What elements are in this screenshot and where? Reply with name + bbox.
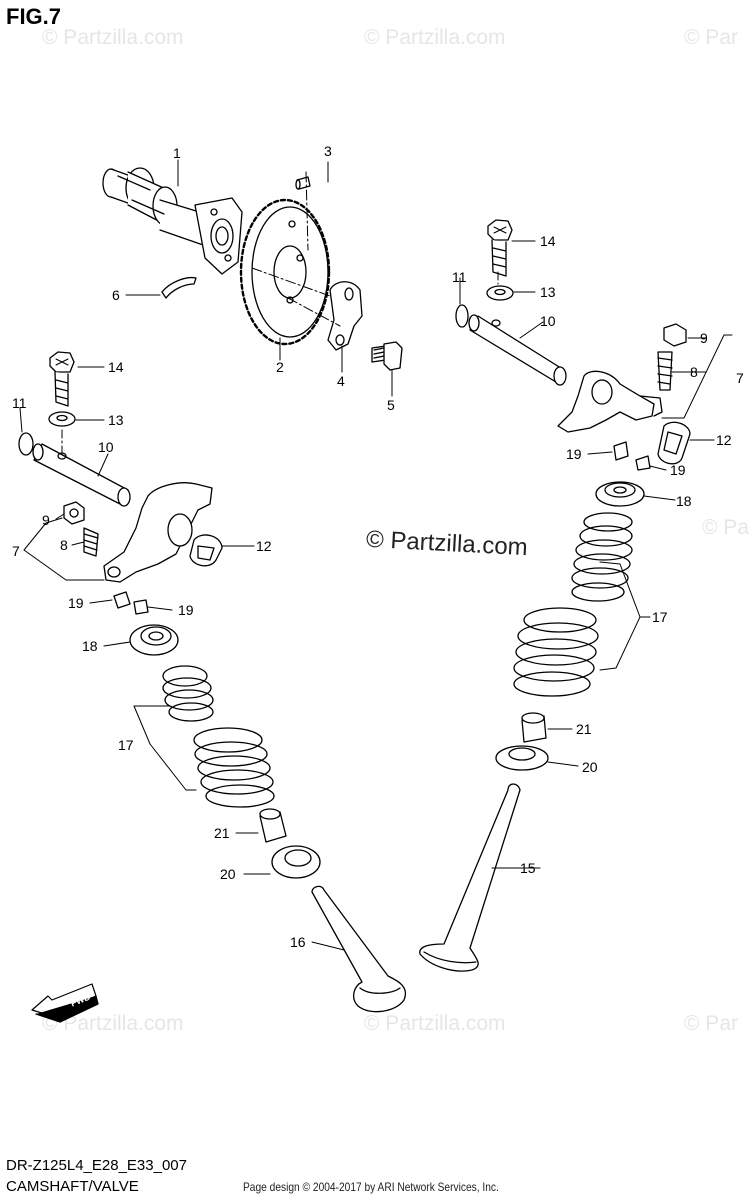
callout-9-left: 9	[42, 512, 50, 528]
rocker-shaft-left	[32, 443, 131, 507]
watermark: © Partzilla.com	[364, 26, 506, 49]
callout-11-right: 11	[452, 269, 467, 285]
callout-14-right: 14	[540, 233, 556, 249]
callout-17-left: 17	[118, 737, 134, 753]
watermark: © Partzilla.com	[42, 26, 184, 49]
watermark: © Partzilla.com	[42, 1012, 184, 1035]
watermark: © Partzilla.com	[364, 1012, 506, 1035]
callout-4: 4	[337, 373, 345, 389]
adjust-nut-right	[663, 323, 687, 347]
callout-12-right: 12	[716, 432, 732, 448]
callout-17-right: 17	[652, 609, 668, 625]
callout-19-left-a: 19	[68, 595, 84, 611]
callout-15: 15	[520, 860, 536, 876]
oring-left	[18, 432, 34, 456]
stopper-plate	[327, 281, 363, 351]
washer-left	[48, 411, 76, 427]
leader-lines	[19, 159, 733, 951]
figure-title: FIG.7	[6, 4, 62, 29]
oring-right	[455, 304, 469, 328]
callout-1: 1	[173, 145, 181, 161]
sprocket-bolt	[371, 341, 403, 371]
callout-7-left: 7	[12, 543, 20, 559]
cotter-right	[613, 441, 651, 471]
callout-14-left: 14	[108, 359, 124, 375]
spacer-ring-right	[657, 421, 691, 465]
spacer-ring-left	[189, 534, 223, 567]
valve-left	[311, 885, 407, 1013]
spring-retainer-left	[129, 624, 179, 656]
callout-8-left: 8	[60, 537, 68, 553]
watermark: © Par	[684, 1012, 738, 1035]
callout-18-right: 18	[676, 493, 692, 509]
callout-9-right: 9	[700, 330, 708, 346]
callout-11-left: 11	[12, 395, 27, 411]
callout-16: 16	[290, 934, 306, 950]
adjust-screw-left	[83, 527, 99, 557]
callout-12-left: 12	[256, 538, 272, 554]
callouts: 1 2 3 4 5 6 14 13 11 10 9 8 7 12 19 19 1…	[12, 143, 744, 1009]
washer-right	[486, 285, 514, 301]
callout-18-left: 18	[82, 638, 98, 654]
fwd-arrow-icon	[31, 983, 99, 1023]
valve-springs-left	[162, 665, 275, 808]
valve-right	[419, 783, 521, 972]
rocker-arm-left	[103, 482, 213, 583]
callout-7-right: 7	[736, 370, 744, 386]
bolt-left	[49, 351, 75, 407]
callout-5: 5	[387, 397, 395, 413]
callout-21-right: 21	[576, 721, 592, 737]
callout-20-left: 20	[220, 866, 236, 882]
callout-19-right-a: 19	[566, 446, 582, 462]
callout-10-left: 10	[98, 439, 114, 455]
watermark: © Par	[684, 26, 738, 49]
diagram-code: DR-Z125L4_E28_E33_007	[6, 1157, 187, 1174]
circlip	[161, 276, 197, 299]
callout-13-left: 13	[108, 412, 124, 428]
callout-13-right: 13	[540, 284, 556, 300]
callout-10-right: 10	[540, 313, 556, 329]
cotter-left	[113, 591, 149, 615]
callout-20-right: 20	[582, 759, 598, 775]
cam-sprocket	[239, 198, 331, 346]
camshaft	[102, 167, 243, 275]
valve-stem-seal-right	[521, 712, 547, 743]
rocker-shaft-right	[468, 314, 567, 386]
callout-19-left-b: 19	[178, 602, 194, 618]
callout-3: 3	[324, 143, 332, 159]
callout-2: 2	[276, 359, 284, 375]
callout-6: 6	[112, 287, 120, 303]
valve-springs-right	[513, 512, 633, 697]
dowel-pin	[295, 176, 311, 190]
rocker-arm-right	[557, 370, 663, 433]
adjust-nut-left	[63, 501, 85, 525]
adjust-screw-right	[657, 351, 673, 391]
valve-stem-seal-left	[259, 808, 287, 843]
page-credit: Page design © 2004-2017 by ARI Network S…	[243, 1180, 499, 1194]
callout-19-right-b: 19	[670, 462, 686, 478]
spring-seat-right	[495, 745, 549, 771]
bolt-right	[487, 219, 513, 277]
spring-retainer-right	[595, 481, 645, 507]
section-name: CAMSHAFT/VALVE	[6, 1178, 139, 1195]
watermark: © Par	[702, 516, 749, 539]
spring-seat-left	[271, 845, 321, 879]
callout-8-right: 8	[690, 364, 698, 380]
callout-21-left: 21	[214, 825, 230, 841]
